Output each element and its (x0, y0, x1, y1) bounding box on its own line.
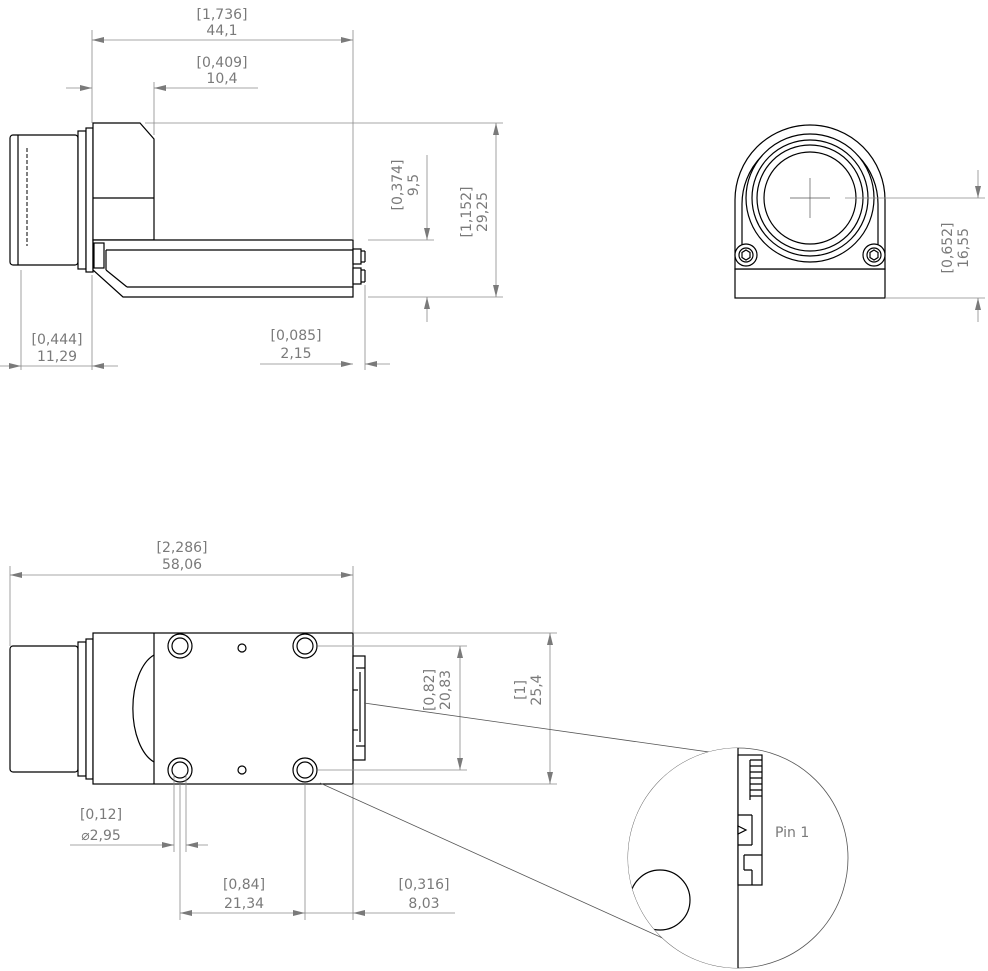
dim-side-lens-length-mm: 11,29 (37, 349, 77, 365)
front-screw-right (862, 243, 886, 267)
pin1-label: Pin 1 (775, 825, 809, 841)
body-lower-block (92, 239, 354, 298)
dim-side-lens-length-inch: [0,444] (31, 332, 82, 348)
bottom-lens-flange (85, 638, 94, 780)
dim-side-overall-length-inch: [1,736] (196, 7, 247, 23)
connector-upper (352, 248, 362, 265)
bottom-view: [2,286] 58,06 [0,12] ⌀2,95 [0,84] 21,34 (9, 540, 766, 956)
bottom-lens-barrel (9, 645, 79, 773)
dim-bottom-overall-length-inch: [2,286] (156, 540, 207, 556)
dim-bottom-hole-diameter-mm: ⌀2,95 (81, 828, 121, 844)
dim-bottom-hole-spacing-y-inch: [0,82] (422, 669, 438, 711)
dim-side-offset-top-inch: [0,409] (196, 55, 247, 71)
dim-bottom-hole-spacing-x-mm: 21,34 (224, 896, 264, 912)
dim-side-overall-height: [1,152] 29,25 (145, 122, 503, 298)
dim-front-center-height: [0,652] 16,55 (845, 170, 985, 322)
lens-flange (85, 127, 94, 273)
dim-side-connector-inch: [0,085] (270, 328, 321, 344)
dim-side-connector: [0,085] 2,15 (260, 285, 390, 370)
dim-bottom-hole-spacing-y-mm: 20,83 (438, 670, 454, 710)
dim-side-offset-top: [0,409] 10,4 (66, 55, 258, 135)
dim-side-overall-length: [1,736] 44,1 (91, 7, 354, 240)
dim-bottom-overall-width: [1] 25,4 (353, 632, 557, 785)
bottom-connector (352, 655, 366, 761)
dim-bottom-hole-to-edge-mm: 8,03 (408, 896, 439, 912)
dim-side-offset-top-mm: 10,4 (206, 71, 237, 87)
mount-hole-top-right (292, 633, 318, 659)
side-view: [1,736] 44,1 [0,409] 10,4 [0,444] 11,29 (0, 7, 503, 370)
detail-view: Pin 1 (627, 747, 849, 969)
mount-hole-bottom-right (292, 757, 318, 783)
dim-front-center-height-inch: [0,652] (940, 222, 956, 273)
side-tab (93, 242, 105, 269)
bottom-lens-arc (132, 654, 155, 763)
pin-hole-bottom (237, 765, 247, 775)
dim-bottom-overall-width-mm: 25,4 (529, 674, 545, 705)
dim-bottom-hole-diameter-inch: [0,12] (80, 807, 122, 823)
dim-side-overall-length-mm: 44,1 (206, 23, 237, 39)
front-view: [0,652] 16,55 (734, 124, 985, 322)
dim-bottom-hole-spacing-y: [0,82] 20,83 (318, 645, 467, 771)
dim-bottom-overall-length: [2,286] 58,06 (9, 540, 354, 646)
detail-leader-bottom (319, 782, 701, 956)
dim-bottom-overall-width-inch: [1] (513, 680, 529, 700)
dim-side-overall-height-mm: 29,25 (475, 192, 491, 232)
dim-bottom-hole-to-edge: [0,316] 8,03 (305, 784, 455, 920)
front-screw-left (734, 243, 758, 267)
dim-bottom-hole-spacing-x: [0,84] 21,34 (179, 784, 306, 920)
dim-side-step-height: [0,374] 9,5 (368, 155, 434, 322)
lens-barrel (9, 134, 79, 266)
bottom-lens-ring (77, 641, 87, 777)
detail-body (628, 748, 739, 968)
dim-side-lens-length: [0,444] 11,29 (0, 270, 118, 370)
detail-leader-top (363, 702, 766, 761)
dim-bottom-hole-to-edge-inch: [0,316] (398, 877, 449, 893)
pin-hole-top (237, 643, 247, 653)
front-base (734, 268, 886, 299)
body-upper-block (92, 122, 155, 241)
dim-bottom-hole-spacing-x-inch: [0,84] (223, 877, 265, 893)
dim-side-step-height-mm: 9,5 (406, 174, 422, 196)
dim-side-step-height-inch: [0,374] (390, 159, 406, 210)
dim-front-center-height-mm: 16,55 (956, 228, 972, 268)
dim-side-connector-mm: 2,15 (280, 346, 311, 362)
mount-hole-top-left (167, 633, 193, 659)
mount-hole-bottom-left (167, 757, 193, 783)
dim-bottom-overall-length-mm: 58,06 (162, 557, 202, 573)
pin1-marker (737, 825, 748, 835)
dim-side-overall-height-inch: [1,152] (459, 186, 475, 237)
lens-ring (77, 130, 87, 270)
connector-lower (352, 267, 362, 285)
dim-bottom-hole-diameter: [0,12] ⌀2,95 (70, 774, 208, 852)
